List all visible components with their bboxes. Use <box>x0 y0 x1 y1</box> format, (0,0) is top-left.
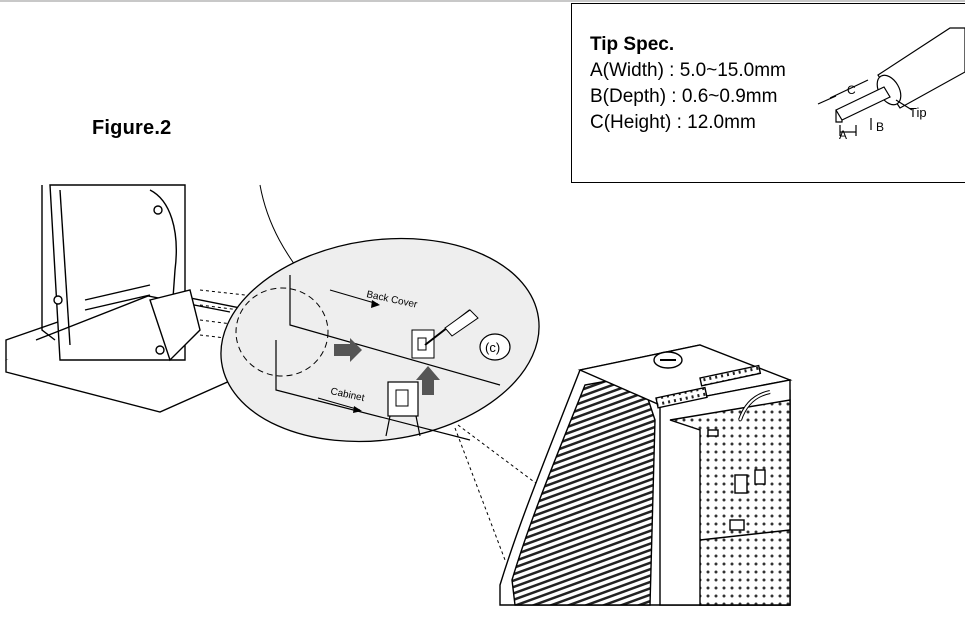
tip-label-tip: Tip <box>909 105 927 120</box>
tip-spec-width: A(Width) : 5.0~15.0mm <box>590 60 786 81</box>
tip-label-a: A <box>839 128 847 142</box>
tip-spec-depth: B(Depth) : 0.6~0.9mm <box>590 86 778 107</box>
tip-spec-text: Tip Spec. A(Width) : 5.0~15.0mm B(Depth)… <box>590 32 786 136</box>
tip-label-c: C <box>847 83 856 97</box>
top-rule <box>0 0 965 2</box>
monitor-face-down <box>5 184 251 413</box>
figure-title: Figure.2 <box>92 117 172 139</box>
tip-spec-height: C(Height) : 12.0mm <box>590 112 756 133</box>
callout-c-label: (c) <box>485 340 500 355</box>
tip-spec-title: Tip Spec. <box>590 34 675 55</box>
detail-view <box>220 237 540 443</box>
monitor-rear-view <box>499 344 793 606</box>
tip-label-b: B <box>876 120 884 134</box>
screwdriver-tip-drawing <box>817 27 965 136</box>
